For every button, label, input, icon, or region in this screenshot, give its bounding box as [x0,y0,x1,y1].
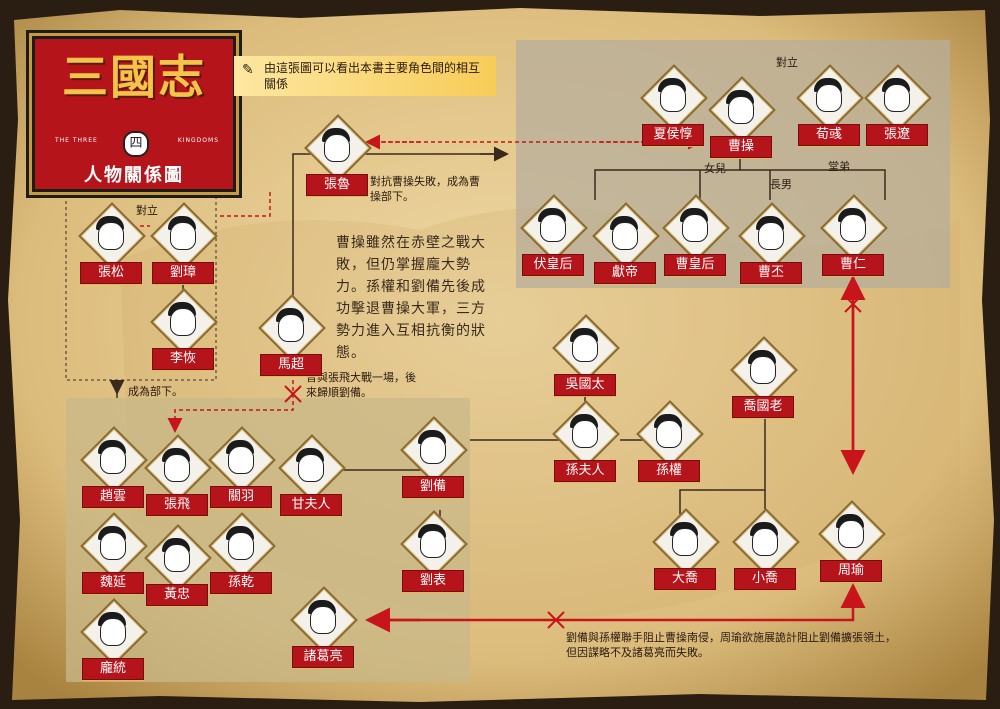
character-label: 孫權 [638,460,700,482]
character-label: 獻帝 [594,262,656,284]
character-label: 小喬 [734,568,796,590]
character-label: 吳國太 [554,374,616,396]
character-zhaoyun[interactable]: 趙雲 [80,426,148,508]
liuzhang-group-box [65,195,217,381]
rel-duili-zhang-liu: 對立 [136,204,158,217]
scroll-icon: ✎ [242,62,254,78]
character-label: 荀彧 [798,124,860,146]
intro-banner: ✎ 由這張圖可以看出本書主要角色間的相互關係 [234,56,496,96]
machao-note: 曾與張飛大戰一場，後來歸順劉備。 [306,371,416,399]
character-label: 馬超 [260,354,322,376]
character-label: 伏皇后 [522,254,584,276]
character-label: 曹皇后 [664,254,726,276]
character-zhangfei[interactable]: 張飛 [144,434,212,516]
liuzhang-group-note: 成為部下。 [128,385,183,398]
rel-cousin: 堂弟 [828,160,850,173]
book-title: 三國志 [62,50,206,104]
zhanglu-note: 對抗曹操失敗，成為曹操部下。 [370,175,480,203]
character-label: 劉表 [402,570,464,592]
character-pangtong[interactable]: 龐統 [80,598,148,680]
character-label: 周瑜 [820,560,882,582]
rel-eldest-son: 長男 [770,178,792,191]
character-label: 夏侯惇 [642,124,704,146]
character-label: 張松 [80,262,142,284]
character-qiaoguolao[interactable]: 喬國老 [730,336,798,418]
character-label: 曹仁 [822,254,884,276]
character-xiandi[interactable]: 獻帝 [592,202,660,284]
character-label: 關羽 [210,486,272,508]
rel-daughter: 女兒 [704,162,726,175]
character-machao[interactable]: 馬超 [258,294,326,376]
character-label: 曹操 [710,136,772,158]
character-label: 大喬 [654,568,716,590]
character-xunyu[interactable]: 荀彧 [796,64,864,146]
bottom-note: 劉備與孫權聯手阻止曹操南侵，周瑜欲施展詭計阻止劉備擴張領土，但因謀略不及諸葛亮而… [566,631,896,659]
character-caohuanghou[interactable]: 曹皇后 [662,194,730,276]
character-label: 劉備 [402,476,464,498]
character-label: 趙雲 [82,486,144,508]
character-guanyu[interactable]: 關羽 [208,426,276,508]
character-daqiao[interactable]: 大喬 [652,508,720,590]
character-caocao[interactable]: 曹操 [708,76,776,158]
character-ganfuren[interactable]: 甘夫人 [278,434,346,516]
intro-text: 由這張圖可以看出本書主要角色間的相互關係 [264,61,481,91]
character-liubei[interactable]: 劉備 [400,416,468,498]
character-label: 張魯 [306,174,368,196]
character-zhangsong[interactable]: 張松 [78,202,146,284]
character-zhangliao[interactable]: 張遼 [864,64,932,146]
title-english-right: KINGDOMS [177,137,219,144]
character-xiaoqiao[interactable]: 小喬 [732,508,800,590]
character-huangzhong[interactable]: 黃忠 [144,524,212,606]
character-likui[interactable]: 李恢 [150,288,218,370]
title-english-left: THE THREE [55,137,98,144]
character-wuguotai[interactable]: 吳國太 [552,314,620,396]
character-liuzhang[interactable]: 劉璋 [150,202,218,284]
character-zhugeliang[interactable]: 諸葛亮 [290,586,358,668]
story-summary: 曹操雖然在赤壁之戰大敗，但仍掌握龐大勢力。孫權和劉備先後成功擊退曹操大軍，三方勢… [336,235,486,361]
character-label: 劉璋 [152,262,214,284]
character-sunfuren[interactable]: 孫夫人 [552,400,620,482]
character-sunquan[interactable]: 孫權 [636,400,704,482]
character-caoren[interactable]: 曹仁 [820,194,888,276]
character-zhanglu[interactable]: 張魯 [304,114,372,196]
character-label: 諸葛亮 [292,646,354,668]
character-zhouyu[interactable]: 周瑜 [818,500,886,582]
volume-badge: 四 [123,131,149,157]
character-weiyan[interactable]: 魏延 [80,512,148,594]
rel-duili-cao-xun: 對立 [776,56,798,69]
character-label: 魏延 [82,572,144,594]
character-xiahoudun[interactable]: 夏侯惇 [640,64,708,146]
character-label: 曹丕 [740,262,802,284]
title-plaque: 三國志 THE THREE 四 KINGDOMS 人物關係圖 [32,36,236,192]
conflict-marks [284,295,862,629]
character-label: 孫夫人 [554,460,616,482]
character-label: 張遼 [866,124,928,146]
character-label: 孫乾 [210,572,272,594]
character-sunqian[interactable]: 孫乾 [208,512,276,594]
character-label: 張飛 [146,494,208,516]
diagram-title: 人物關係圖 [84,165,184,186]
character-label: 李恢 [152,348,214,370]
character-label: 喬國老 [732,396,794,418]
character-label: 甘夫人 [280,494,342,516]
character-liubiao[interactable]: 劉表 [400,510,468,592]
character-caopi[interactable]: 曹丕 [738,202,806,284]
cao-group-bg [516,40,950,288]
character-label: 龐統 [82,658,144,680]
character-fuhuanghou[interactable]: 伏皇后 [520,194,588,276]
character-label: 黃忠 [146,584,208,606]
